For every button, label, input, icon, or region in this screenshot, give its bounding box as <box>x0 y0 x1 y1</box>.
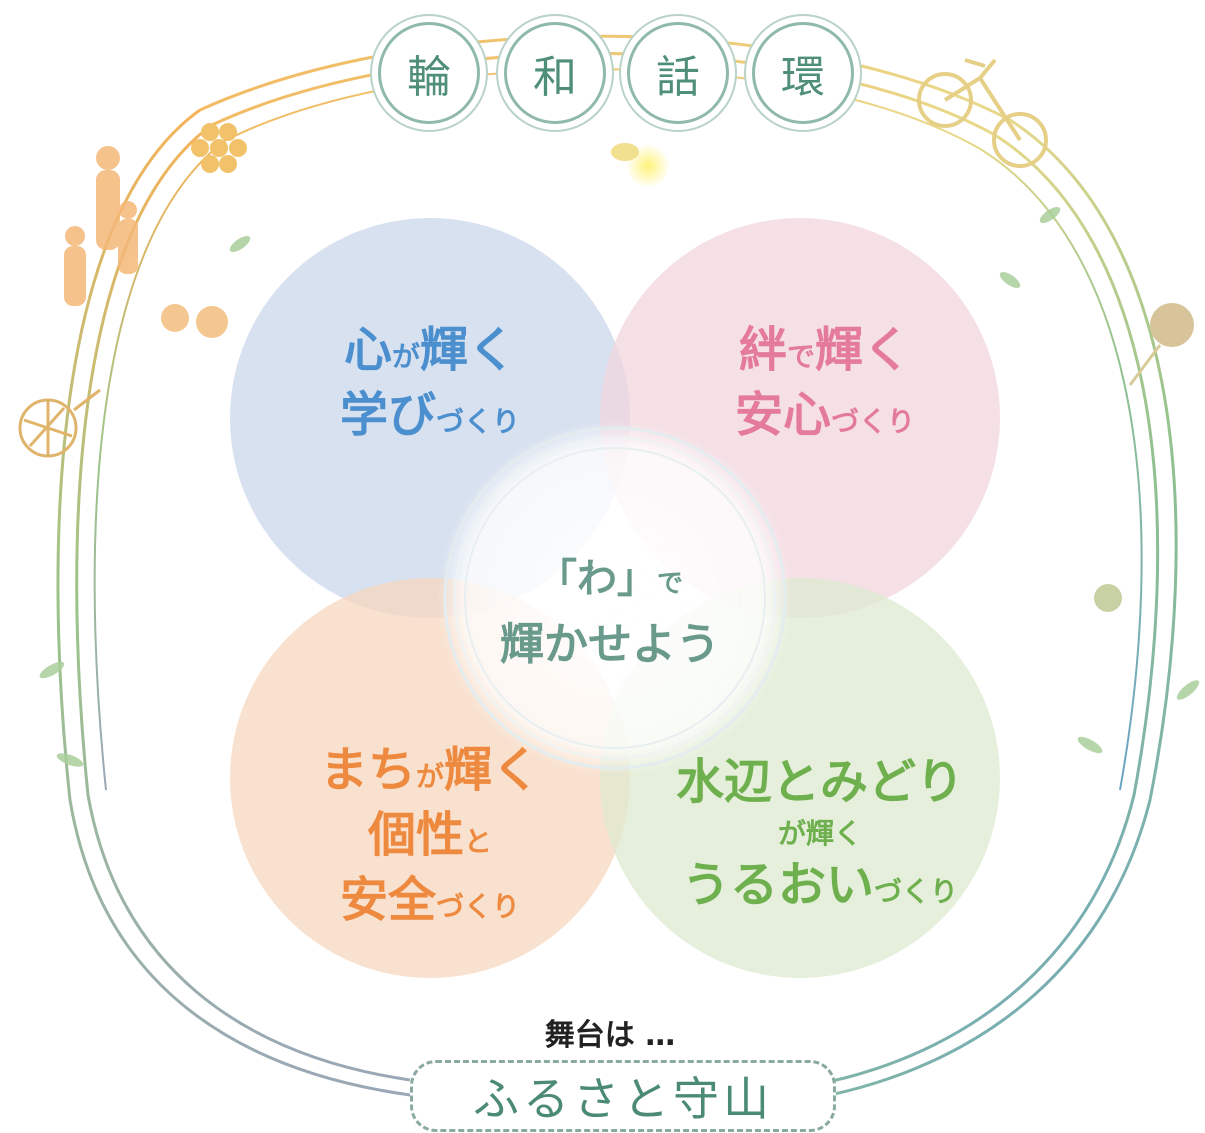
rose-icon <box>1128 303 1194 386</box>
center-circle <box>437 420 793 776</box>
center-line2: 輝かせよう <box>500 619 720 670</box>
place-name-box: ふるさと守山 <box>410 1060 836 1132</box>
center-line1-main: 「わ」 <box>536 556 657 602</box>
fruit-icon <box>161 304 228 338</box>
pink-circle-label: 絆で輝く 安心づくり <box>734 322 916 443</box>
title-medallion-4: 環 <box>752 22 854 124</box>
title-medallion-2: 和 <box>504 22 606 124</box>
blue-circle-label: 心が輝く 学びづくり <box>339 322 521 443</box>
title-medallion-3: 話 <box>627 22 729 124</box>
orange-circle-label: まちが輝く 個性と 安全づくり <box>319 742 541 928</box>
stage-intro-text: 舞台は … <box>544 1018 676 1053</box>
center-line1-small: で <box>656 569 683 599</box>
melon-icon <box>18 388 101 458</box>
bicycle-icon <box>917 58 1048 168</box>
center-label: 「わ」で 輝かせよう <box>440 546 780 672</box>
small-rose-icon <box>1094 584 1122 612</box>
title-medallion-1: 輪 <box>378 22 480 124</box>
place-name: ふるさと守山 <box>473 1072 773 1126</box>
people-silhouette <box>64 146 138 306</box>
green-circle-label: 水辺とみどり が輝く うるおいづくり <box>675 754 964 913</box>
grapes-icon <box>191 123 247 173</box>
firefly-icon <box>611 143 670 188</box>
leaf-decorations <box>39 206 1200 767</box>
